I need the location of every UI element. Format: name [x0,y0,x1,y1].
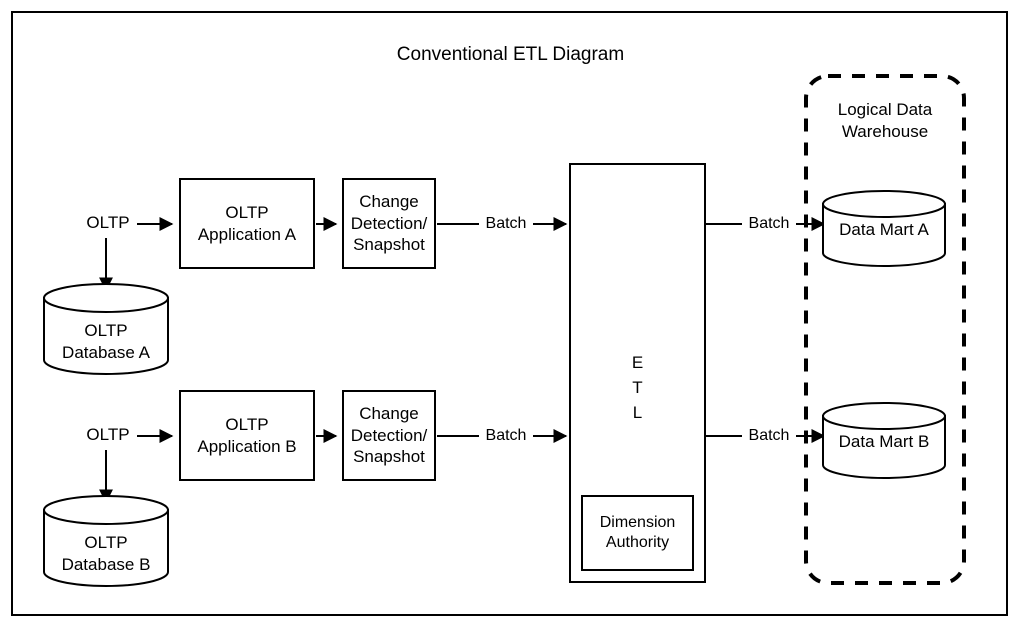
logical-data-warehouse-title: Logical Data Warehouse [837,100,933,141]
dimension-authority-box[interactable]: Dimension Authority [581,495,694,571]
change-detection-snapshot-b-box[interactable]: Change Detection/ Snapshot [342,390,436,481]
logical-data-warehouse-boundary [804,74,966,585]
cylinder-data-mart-a [822,190,946,267]
page-title: Conventional ETL Diagram [396,44,625,65]
batch-label-a-to-etl: Batch [479,215,533,233]
oltp-application-b-box[interactable]: OLTP Application B [179,390,315,481]
batch-label-etl-to-mart-a: Batch [742,215,796,233]
batch-label-b-to-etl: Batch [479,427,533,445]
etl-label: E T L [631,353,644,423]
batch-label-etl-to-mart-b: Batch [742,427,796,445]
cylinder-oltp-database-b [43,495,169,587]
source-a-entry-label: OLTP [86,213,130,232]
source-b-entry-label: OLTP [86,425,130,444]
cylinder-data-mart-b [822,402,946,479]
outer-frame [11,11,1008,616]
change-detection-snapshot-a-box[interactable]: Change Detection/ Snapshot [342,178,436,269]
oltp-application-a-box[interactable]: OLTP Application A [179,178,315,269]
cylinder-oltp-database-a [43,283,169,375]
